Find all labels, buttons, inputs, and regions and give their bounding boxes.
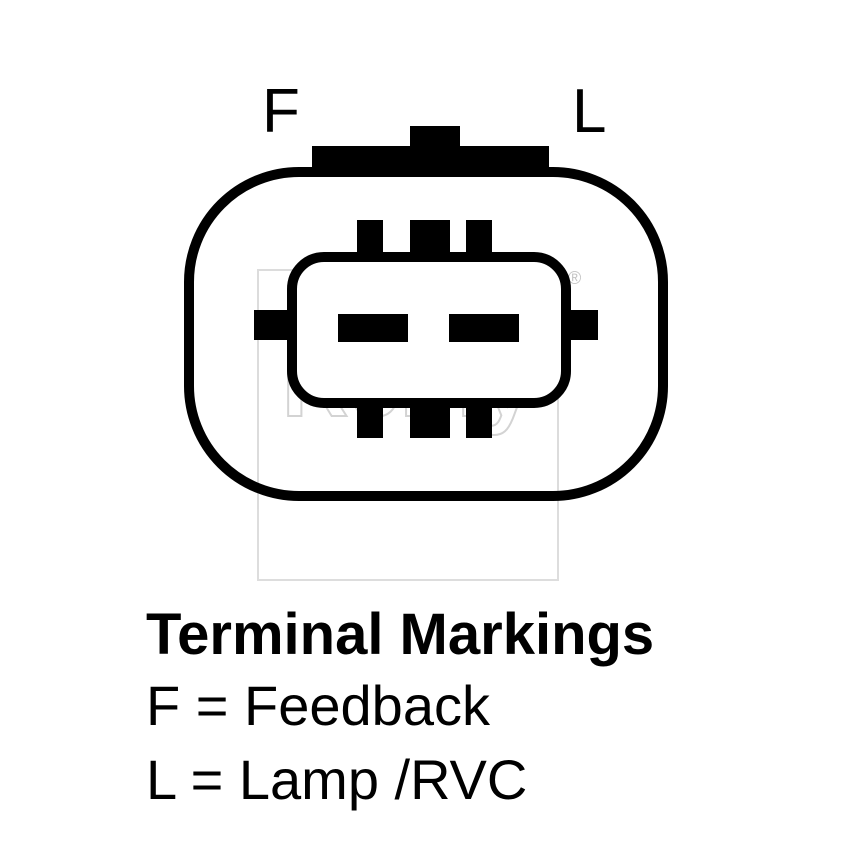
terminal-legend: Terminal Markings F = Feedback L = Lamp … [146,606,654,826]
legend-title: Terminal Markings [146,602,655,667]
terminal-l-blade [449,314,519,342]
legend-row-feedback: F = Feedback [146,674,490,737]
pin-label-f: F [262,77,300,146]
pin-label-l: L [572,77,606,146]
legend-row-lamp: L = Lamp /RVC [146,748,528,811]
connector-latch-tab [410,126,460,154]
terminal-f-blade [338,314,408,342]
connector-drawing: Remy ® F L [184,77,668,581]
watermark-registered-mark: ® [568,268,581,288]
connector-outer-shell [184,167,668,501]
connector-inner-socket [287,252,571,408]
